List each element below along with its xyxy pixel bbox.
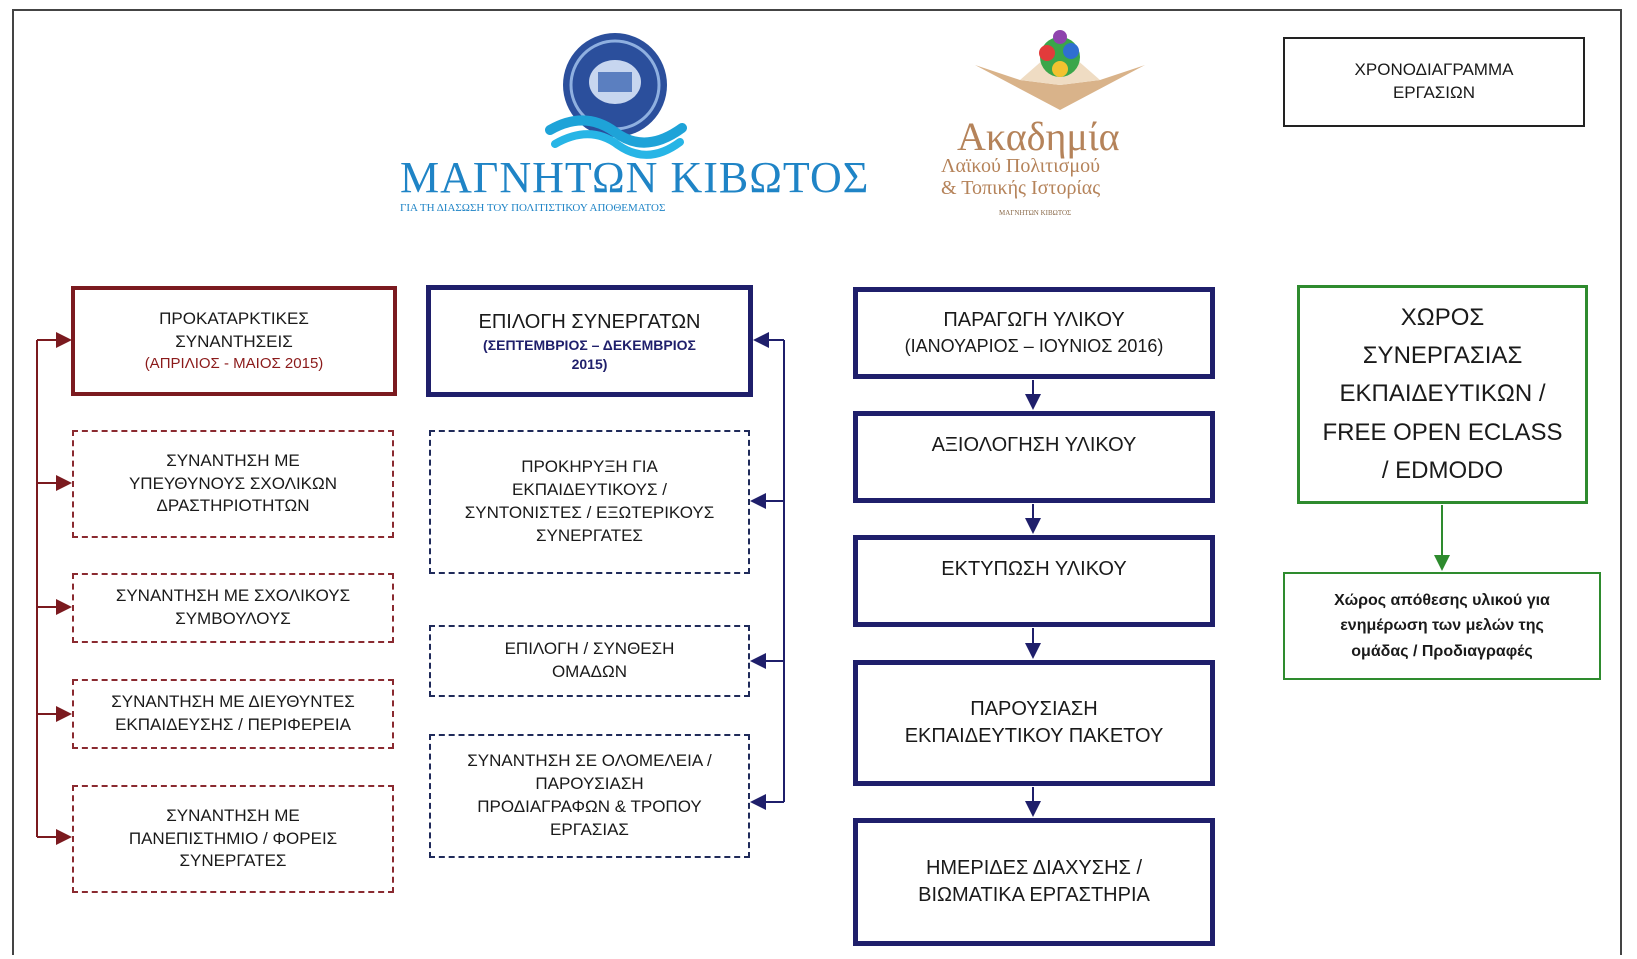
col2-item-2-line2: ΟΜΑΔΩΝ — [551, 662, 628, 681]
diagram-frame — [12, 9, 1622, 955]
col3-step-5: ΗΜΕΡΙΔΕΣ ΔΙΑΧΥΣΗΣ / ΒΙΩΜΑΤΙΚΑ ΕΡΓΑΣΤΗΡΙΑ — [853, 818, 1215, 946]
col2-item-3-line4: ΕΡΓΑΣΙΑΣ — [550, 819, 629, 839]
schedule-title-line1: ΧΡΟΝΟΔΙΑΓΡΑΜΜΑ — [1354, 60, 1514, 80]
col4-header-line3: ΕΚΠΑΙΔΕΥΤΙΚΩΝ / — [1339, 380, 1546, 408]
col2-item-2-line1: ΕΠΙΛΟΓΗ / ΣΥΝΘΕΣΗ — [504, 639, 675, 659]
col3-step-4: ΠΑΡΟΥΣΙΑΣΗ ΕΚΠΑΙΔΕΥΤΙΚΟΥ ΠΑΚΕΤΟΥ — [853, 660, 1215, 786]
col2-item-3-line2: ΠΑΡΟΥΣΙΑΣΗ — [535, 774, 644, 794]
col1-header-line1: ΠΡΟΚΑΤΑΡΚΤΙΚΕΣ — [159, 308, 309, 328]
schedule-title-line2: ΕΡΓΑΣΙΩΝ — [1392, 83, 1476, 102]
col2-item-1-line1: ΠΡΟΚΗΡΥΞΗ ΓΙΑ — [521, 457, 658, 477]
col3-step-1-line1: ΠΑΡΑΓΩΓΗ ΥΛΙΚΟΥ — [943, 309, 1125, 332]
col1-item-4-line3: ΣΥΝΕΡΓΑΤΕΣ — [179, 851, 287, 871]
col3-step-1: ΠΑΡΑΓΩΓΗ ΥΛΙΚΟΥ (ΙΑΝΟΥΑΡΙΟΣ – ΙΟΥΝΙΟΣ 20… — [853, 287, 1215, 379]
col1-item-2-line2: ΣΥΜΒΟΥΛΟΥΣ — [175, 609, 291, 628]
col4-header-line1: ΧΩΡΟΣ — [1400, 303, 1485, 331]
col2-item-1-line3: ΣΥΝΤΟΝΙΣΤΕΣ / ΕΞΩΤΕΡΙΚΟΥΣ — [464, 503, 715, 522]
paper-boat-icon — [975, 30, 1145, 110]
col4-header-line2: ΣΥΝΕΡΓΑΣΙΑΣ — [1362, 341, 1523, 369]
col4-header-line4: FREE OPEN ECLASS — [1322, 418, 1563, 446]
logo-right-line3: & Τοπικής Ιστορίας — [941, 177, 1101, 199]
logo-right-line2: Λαϊκού Πολιτισμού — [941, 155, 1101, 177]
col4-header: ΧΩΡΟΣ ΣΥΝΕΡΓΑΣΙΑΣ ΕΚΠΑΙΔΕΥΤΙΚΩΝ / FREE O… — [1297, 285, 1588, 504]
col1-item-1-line3: ΔΡΑΣΤΗΡΙΟΤΗΤΩΝ — [156, 496, 310, 516]
logo-right-line1: Ακαδημία — [957, 114, 1120, 159]
col1-header-sub: (ΑΠΡΙΛΙΟΣ - ΜΑΙΟΣ 2015) — [144, 354, 324, 372]
col3-step-4-line1: ΠΑΡΟΥΣΙΑΣΗ — [970, 698, 1098, 720]
col1-item-2-line1: ΣΥΝΑΝΤΗΣΗ ΜΕ ΣΧΟΛΙΚΟΥΣ — [115, 586, 351, 606]
schedule-title-box: ΧΡΟΝΟΔΙΑΓΡΑΜΜΑ ΕΡΓΑΣΙΩΝ — [1283, 37, 1585, 127]
coin-wave-emblem — [545, 33, 687, 159]
col1-item-4: ΣΥΝΑΝΤΗΣΗ ΜΕ ΠΑΝΕΠΙΣΤΗΜΙΟ / ΦΟΡΕΙΣ ΣΥΝΕΡ… — [72, 785, 394, 893]
col2-item-1-line4: ΣΥΝΕΡΓΑΤΕΣ — [536, 525, 643, 545]
col2-item-1: ΠΡΟΚΗΡΥΞΗ ΓΙΑ ΕΚΠΑΙΔΕΥΤΙΚΟΥΣ / ΣΥΝΤΟΝΙΣΤ… — [429, 430, 750, 574]
col2-header-sub1: (ΣΕΠΤΕΜΒΡΙΟΣ – ΔΕΚΕΜΒΡΙΟΣ — [483, 336, 696, 353]
col3-step-3: ΕΚΤΥΠΩΣΗ ΥΛΙΚΟΥ — [853, 535, 1215, 627]
col3-step-5-line1: ΗΜΕΡΙΔΕΣ ΔΙΑΧΥΣΗΣ / — [925, 857, 1143, 879]
col1-header-line2: ΣΥΝΑΝΤΗΣΕΙΣ — [175, 331, 293, 351]
col1-item-3-line2: ΕΚΠΑΙΔΕΥΣΗΣ / ΠΕΡΙΦΕΡΕΙΑ — [115, 715, 351, 734]
col2-header-line1: ΕΠΙΛΟΓΗ ΣΥΝΕΡΓΑΤΩΝ — [478, 310, 701, 333]
col3-step-3-line1: ΕΚΤΥΠΩΣΗ ΥΛΙΚΟΥ — [941, 558, 1127, 580]
col2-item-3-line3: ΠΡΟΔΙΑΓΡΑΦΩΝ & ΤΡΟΠΟΥ — [477, 797, 702, 816]
col2-header-sub2: 2015) — [571, 355, 608, 372]
col1-item-3-line1: ΣΥΝΑΝΤΗΣΗ ΜΕ ΔΙΕΥΘΥΝΤΕΣ — [111, 692, 355, 712]
col2-item-3: ΣΥΝΑΝΤΗΣΗ ΣΕ ΟΛΟΜΕΛΕΙΑ / ΠΑΡΟΥΣΙΑΣΗ ΠΡΟΔ… — [429, 734, 750, 858]
col2-item-1-line2: ΕΚΠΑΙΔΕΥΤΙΚΟΥΣ / — [512, 480, 667, 500]
col4-note-line1: Χώρος απόθεσης υλικού για — [1334, 591, 1550, 609]
col4-note-line3: ομάδας / Προδιαγραφές — [1351, 642, 1533, 660]
col1-header: ΠΡΟΚΑΤΑΡΚΤΙΚΕΣ ΣΥΝΑΝΤΗΣΕΙΣ (ΑΠΡΙΛΙΟΣ - Μ… — [71, 286, 397, 396]
col1-item-4-line1: ΣΥΝΑΝΤΗΣΗ ΜΕ — [166, 805, 300, 825]
col2-item-2: ΕΠΙΛΟΓΗ / ΣΥΝΘΕΣΗ ΟΜΑΔΩΝ — [429, 625, 750, 697]
col3-step-2-line1: ΑΞΙΟΛΟΓΗΣΗ ΥΛΙΚΟΥ — [931, 434, 1137, 456]
logo-left-subtitle: ΓΙΑ ΤΗ ΔΙΑΣΩΣΗ ΤΟΥ ΠΟΛΙΤΙΣΤΙΚΟΥ ΑΠΟΘΕΜΑΤ… — [400, 202, 666, 214]
col4-note: Χώρος απόθεσης υλικού για ενημέρωση των … — [1283, 572, 1601, 680]
col1-item-3: ΣΥΝΑΝΤΗΣΗ ΜΕ ΔΙΕΥΘΥΝΤΕΣ ΕΚΠΑΙΔΕΥΣΗΣ / ΠΕ… — [72, 679, 394, 749]
col1-item-2: ΣΥΝΑΝΤΗΣΗ ΜΕ ΣΧΟΛΙΚΟΥΣ ΣΥΜΒΟΥΛΟΥΣ — [72, 573, 394, 643]
col2-item-3-line1: ΣΥΝΑΝΤΗΣΗ ΣΕ ΟΛΟΜΕΛΕΙΑ / — [467, 751, 712, 771]
col3-step-2: ΑΞΙΟΛΟΓΗΣΗ ΥΛΙΚΟΥ — [853, 411, 1215, 503]
col3-step-4-line2: ΕΚΠΑΙΔΕΥΤΙΚΟΥ ΠΑΚΕΤΟΥ — [904, 725, 1164, 747]
col1-item-1-line2: ΥΠΕΥΘΥΝΟΥΣ ΣΧΟΛΙΚΩΝ — [128, 473, 338, 493]
col1-item-1: ΣΥΝΑΝΤΗΣΗ ΜΕ ΥΠΕΥΘΥΝΟΥΣ ΣΧΟΛΙΚΩΝ ΔΡΑΣΤΗΡ… — [72, 430, 394, 538]
col4-header-line5: / EDMODO — [1381, 457, 1504, 485]
logo-right-tagline: ΜΑΓΝΗΤΩΝ ΚΙΒΩΤΟΣ — [999, 209, 1072, 217]
logo-magniton-kivotos: ΜΑΓΝΗΤΩΝ ΚΙΒΩΤΟΣ ΓΙΑ ΤΗ ΔΙΑΣΩΣΗ ΤΟΥ ΠΟΛΙ… — [400, 20, 868, 220]
col3-step-1-line2: (ΙΑΝΟΥΑΡΙΟΣ – ΙΟΥΝΙΟΣ 2016) — [904, 336, 1164, 357]
col1-item-4-line2: ΠΑΝΕΠΙΣΤΗΜΙΟ / ΦΟΡΕΙΣ — [128, 828, 338, 848]
col1-item-1-line1: ΣΥΝΑΝΤΗΣΗ ΜΕ — [166, 450, 300, 470]
col4-note-line2: ενημέρωση των μελών της — [1340, 617, 1544, 635]
col2-header: ΕΠΙΛΟΓΗ ΣΥΝΕΡΓΑΤΩΝ (ΣΕΠΤΕΜΒΡΙΟΣ – ΔΕΚΕΜΒ… — [426, 285, 753, 397]
col3-step-5-line2: ΒΙΩΜΑΤΙΚΑ ΕΡΓΑΣΤΗΡΙΑ — [918, 884, 1150, 906]
logo-akadimia: Ακαδημία Λαϊκού Πολιτισμού & Τοπικής Ιστ… — [935, 25, 1185, 225]
logo-left-title: ΜΑΓΝΗΤΩΝ ΚΙΒΩΤΟΣ — [400, 153, 870, 202]
